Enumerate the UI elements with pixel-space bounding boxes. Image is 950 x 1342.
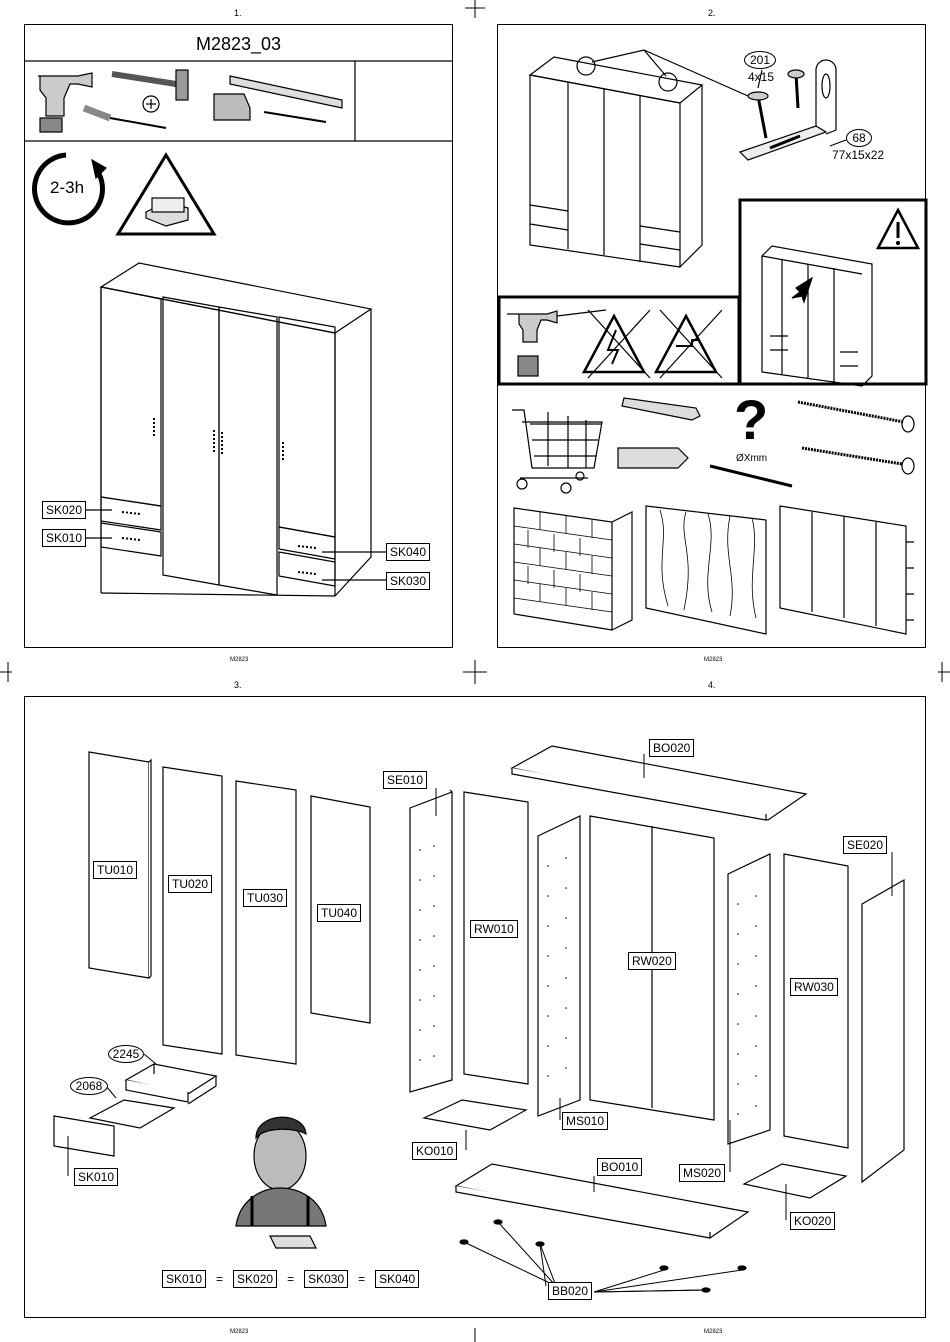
label-se020: SE020	[843, 836, 887, 854]
label-2068: 2068	[70, 1077, 108, 1095]
label-rw010: RW010	[470, 920, 518, 938]
eq-sk040: SK040	[375, 1270, 419, 1288]
label-rw020: RW020	[628, 952, 676, 970]
label-2245: 2245	[108, 1045, 144, 1063]
label-tu010: TU010	[93, 861, 137, 879]
label-ms010: MS010	[562, 1112, 608, 1130]
label-se010: SE010	[383, 771, 427, 789]
label-bb020: BB020	[548, 1282, 592, 1300]
label-bo010: BO010	[597, 1158, 642, 1176]
label-tu020: TU020	[168, 875, 212, 893]
label-tu030: TU030	[243, 889, 287, 907]
label-tu040: TU040	[317, 904, 361, 922]
eq-sign-3: =	[358, 1272, 365, 1286]
label-rw030: RW030	[790, 978, 838, 996]
eq-sk020: SK020	[233, 1270, 277, 1288]
eq-sk010: SK010	[162, 1270, 206, 1288]
eq-sk030: SK030	[304, 1270, 348, 1288]
drawer-equation: SK010 = SK020 = SK030 = SK040	[162, 1270, 419, 1288]
label-sk010-drawer: SK010	[74, 1168, 118, 1186]
label-bo020: BO020	[649, 739, 694, 757]
label-ko020: KO020	[790, 1212, 835, 1230]
eq-sign-1: =	[216, 1272, 223, 1286]
eq-sign-2: =	[287, 1272, 294, 1286]
label-ms020: MS020	[679, 1164, 725, 1182]
label-ko010: KO010	[412, 1142, 457, 1160]
